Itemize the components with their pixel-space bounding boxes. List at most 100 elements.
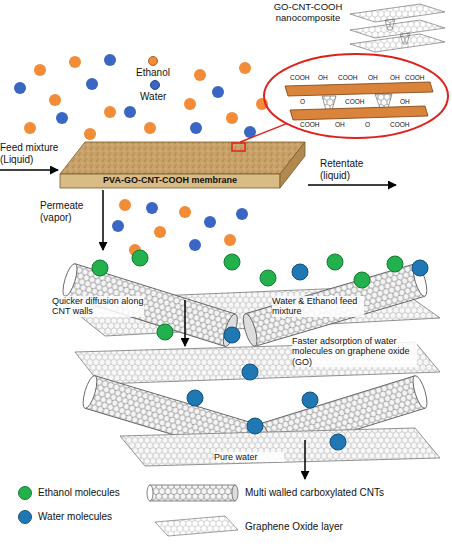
functional-group-label: COOH — [300, 121, 320, 128]
water-dot — [56, 112, 68, 124]
ethanol-molecule — [224, 254, 240, 270]
legend-label: Graphene Oxide layer — [245, 521, 445, 533]
nanotube-wall — [150, 485, 235, 501]
graphene-sheet — [120, 428, 440, 466]
flow-label: Retentate (liquid) — [320, 158, 378, 181]
functional-group-label: OH — [335, 121, 345, 128]
functional-group-label: OH — [368, 74, 378, 81]
legend-swatch — [18, 510, 32, 524]
water-dot — [146, 202, 158, 214]
inset-ellipse: GO-CNT-COOH nanocomposite — [262, 52, 450, 140]
carbon-nanotube — [241, 262, 430, 347]
water-dot — [124, 106, 136, 118]
legend-swatch — [150, 80, 160, 90]
water-dot — [14, 82, 26, 94]
membrane-face — [60, 142, 305, 174]
ethanol-molecule — [157, 324, 173, 340]
legend-label: Water — [140, 91, 166, 103]
nanotube-segment — [375, 94, 392, 108]
mechanism-illustration — [60, 262, 440, 466]
nanotube-end — [220, 313, 240, 348]
graphene-sheet — [350, 4, 445, 22]
water-dot — [212, 86, 224, 98]
functional-group-label: O — [300, 98, 305, 105]
callout-connector — [240, 124, 286, 142]
feed-molecules — [14, 54, 268, 140]
functional-group-label: COOH — [338, 74, 358, 81]
membrane-face — [60, 174, 280, 188]
ellipse-outline — [262, 52, 450, 140]
nanotube-end — [60, 262, 80, 297]
legend-label: Ethanol — [136, 67, 170, 79]
inset-heading: GO-CNT-COOH nanocomposite — [266, 2, 350, 24]
functional-group-label: COOH — [290, 74, 310, 81]
ethanol-dot — [119, 199, 131, 211]
legend-swatch — [18, 486, 32, 500]
ethanol-dot — [179, 206, 191, 218]
graphene-sheet — [350, 34, 445, 52]
nanotube-segment — [322, 96, 336, 110]
membrane-label: PVA-GO-CNT-COOH membrane — [60, 175, 280, 185]
inset-layers — [285, 82, 433, 120]
ethanol-molecule — [387, 256, 403, 272]
annotation-label: Pure water — [214, 452, 284, 462]
nanotube-body — [150, 485, 235, 501]
water-molecule — [412, 260, 428, 276]
ethanol-dot — [24, 122, 36, 134]
water-molecule — [242, 364, 258, 380]
water-dot — [189, 239, 201, 251]
water-dot — [190, 122, 202, 134]
ethanol-molecule — [132, 250, 148, 266]
legend-label: Water molecules — [38, 511, 112, 523]
nanotube-end — [232, 485, 238, 501]
nanotube-end — [147, 485, 153, 501]
diffusion-arrow — [184, 300, 186, 346]
ethanol-dot — [84, 128, 96, 140]
water-dot — [104, 54, 116, 66]
annotation-label: Faster adsorption of water molecules on … — [292, 336, 417, 367]
go-layer — [285, 82, 433, 96]
water-dot — [244, 126, 256, 138]
nanotube-end — [241, 312, 260, 347]
water-molecule — [224, 327, 240, 343]
membrane-face — [280, 142, 305, 188]
graphene-sheet — [350, 20, 445, 38]
legend-label: Ethanol molecules — [38, 487, 120, 499]
water-dot — [112, 220, 124, 232]
graphene-layer-sample — [155, 516, 238, 536]
ethanol-dot — [224, 234, 236, 246]
nanotube-end — [80, 374, 99, 409]
water-molecule — [330, 434, 346, 450]
ethanol-dot — [154, 226, 166, 238]
ethanol-dot — [104, 106, 116, 118]
ethanol-dot — [194, 69, 206, 81]
water-molecule — [292, 264, 308, 280]
ethanol-molecule — [354, 272, 370, 288]
annotation-label: Quicker diffusion along CNT walls — [52, 296, 144, 317]
ethanol-dot — [49, 94, 61, 106]
ethanol-dot — [184, 98, 196, 110]
membrane-slab: PVA-GO-CNT-COOH membrane — [60, 142, 305, 188]
water-dot — [204, 216, 216, 228]
ethanol-molecule — [260, 270, 276, 286]
nanotube-wall — [245, 264, 424, 347]
graphene-sheet-base — [120, 428, 440, 466]
retentate-arrow — [308, 184, 396, 186]
go-layer — [290, 106, 428, 120]
water-molecule — [247, 418, 263, 434]
ethanol-dot — [34, 64, 46, 76]
water-molecule — [187, 390, 203, 406]
permeate-arrow — [102, 190, 104, 250]
mechanism-molecules — [92, 250, 428, 450]
legend-label: Multi walled carboxylated CNTs — [245, 487, 445, 499]
permeate-molecules — [112, 199, 248, 256]
flow-label: Feed mixture (Liquid) — [0, 142, 64, 165]
water-molecule — [302, 392, 318, 408]
sample-marker — [232, 143, 245, 151]
ethanol-dot — [144, 122, 156, 134]
nanotube-end — [410, 374, 430, 409]
